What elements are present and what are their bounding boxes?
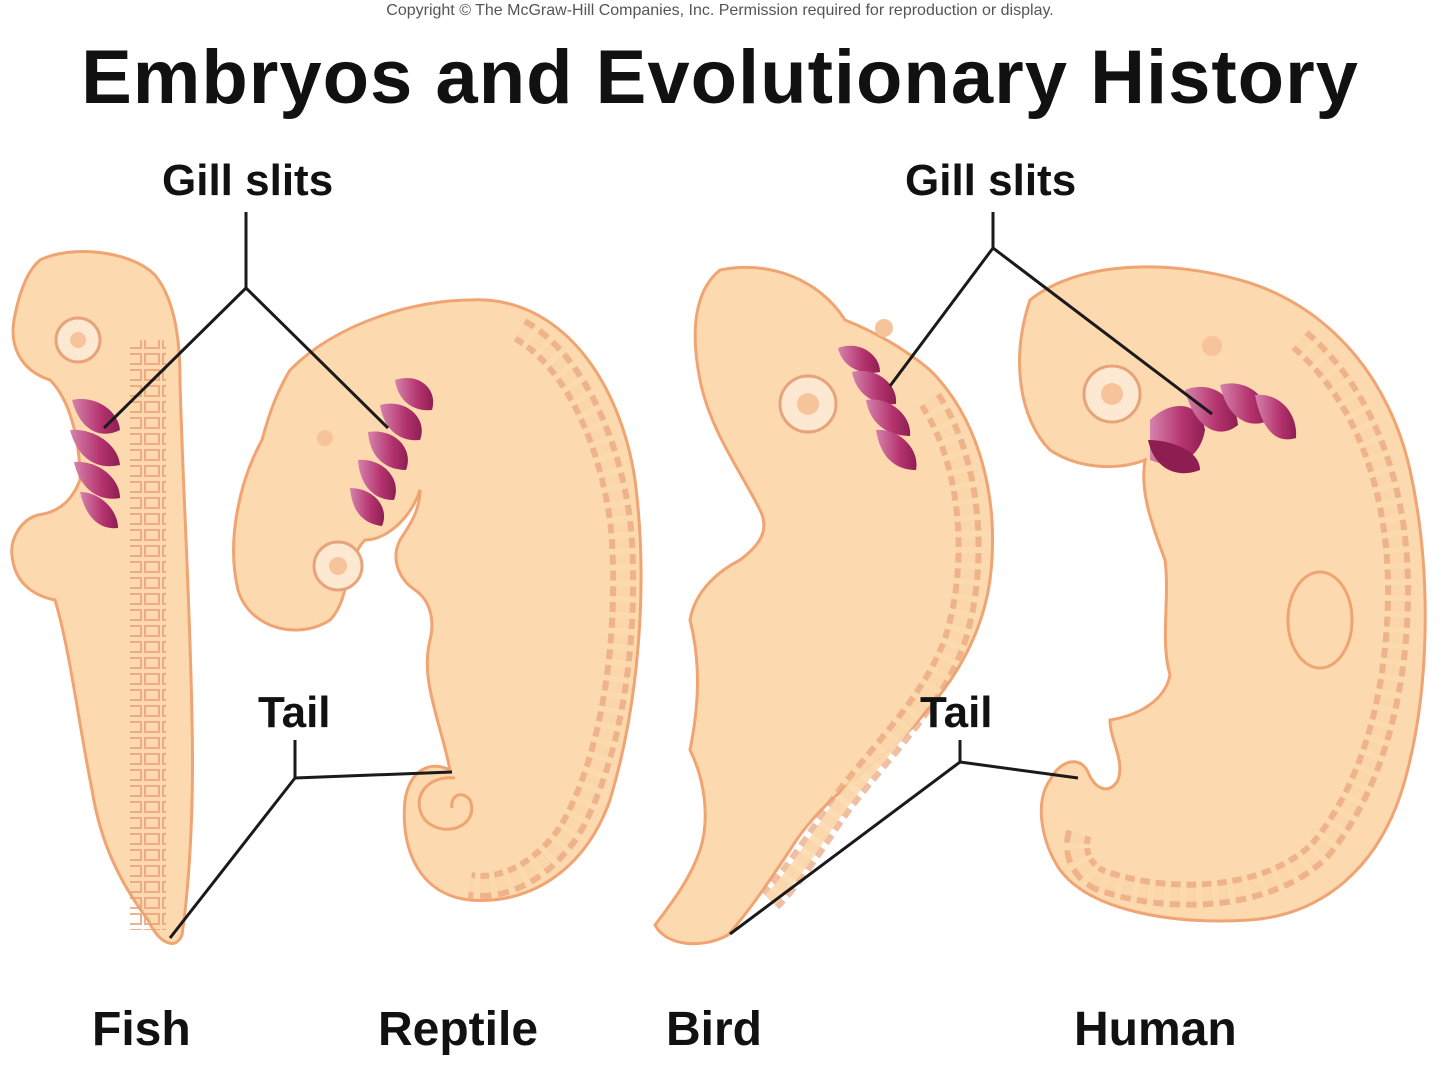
species-label-human: Human: [1074, 1003, 1237, 1056]
species-label-fish: Fish: [92, 1003, 191, 1056]
human-embryo: [1018, 265, 1427, 923]
gill-slits-label-left: Gill slits: [162, 156, 334, 205]
reptile-embryo: [232, 298, 643, 902]
tail-label-right: Tail: [920, 688, 993, 737]
diagram-title: Embryos and Evolutionary History: [81, 35, 1359, 120]
bird-gill-slits: [838, 345, 917, 470]
tail-leader-left: [168, 740, 453, 939]
gill-slits-leader-left: [102, 212, 390, 430]
tail-leader-right: [729, 740, 1079, 936]
copyright-notice: Copyright © The McGraw-Hill Companies, I…: [386, 2, 1054, 19]
gill-slits-leader-right: [888, 212, 1213, 416]
species-label-bird: Bird: [666, 1003, 762, 1056]
fish-gill-slits: [70, 399, 120, 529]
gill-slits-label-right: Gill slits: [905, 156, 1077, 205]
tail-label-left: Tail: [258, 688, 331, 737]
human-gill-slits: [1148, 383, 1297, 474]
bird-embryo: [653, 265, 994, 946]
fish-embryo: [10, 250, 194, 945]
reptile-gill-slits: [350, 378, 434, 526]
species-label-reptile: Reptile: [378, 1003, 539, 1056]
